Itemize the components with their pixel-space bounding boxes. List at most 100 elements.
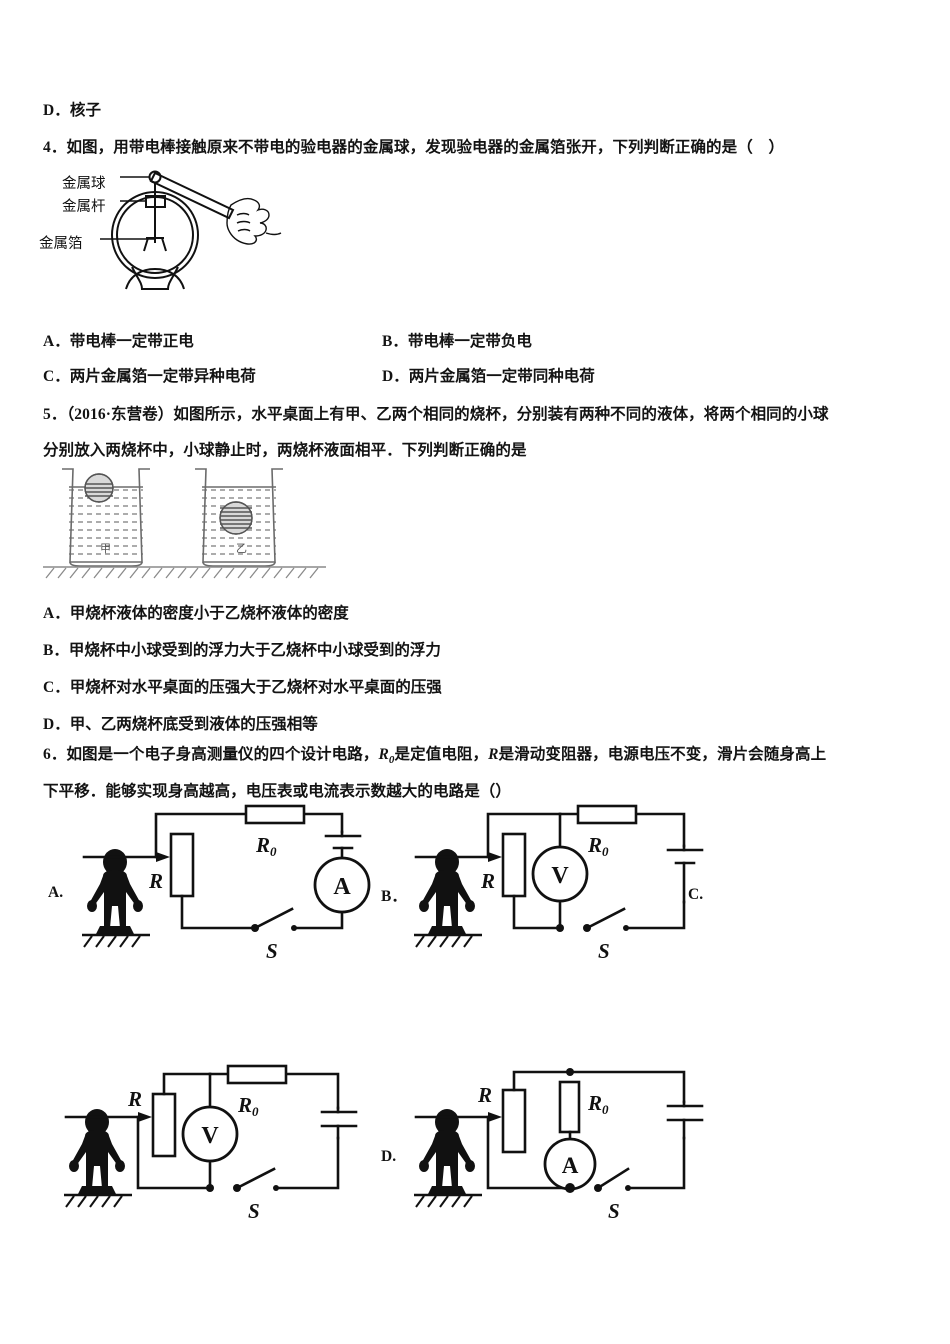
- slider-arrow-b-icon: [488, 852, 502, 862]
- resistor-r0-b: [576, 804, 638, 825]
- battery-c-icon: [320, 1106, 358, 1140]
- switch-b-icon: [556, 907, 629, 932]
- resistor-label-d: R0: [587, 1091, 609, 1117]
- electroscope-jar-icon: [111, 191, 199, 279]
- svg-text:A: A: [562, 1153, 579, 1178]
- option-label: B．: [382, 333, 408, 350]
- resistor-r0-d: [558, 1080, 581, 1134]
- switch-c-icon: [206, 1167, 279, 1192]
- person-silhouette-icon: [419, 849, 475, 934]
- ammeter-a-icon: A: [313, 856, 371, 914]
- question-4-option-d: D．两片金属箔一定带同种电荷: [382, 364, 595, 386]
- wire-c-top-right: [284, 1072, 340, 1110]
- option-text: 带电棒一定带正电: [69, 333, 194, 350]
- rheostat-label-d: R: [477, 1083, 492, 1107]
- option-text: 带电棒一定带负电: [407, 333, 532, 350]
- beaker-yi-icon: 乙: [195, 468, 283, 567]
- question-5-option-a: A．甲烧杯液体的密度小于乙烧杯液体的密度: [43, 601, 349, 623]
- q6-part-a: 6．如图是一个电子身高测量仪的四个设计电路，: [43, 746, 379, 763]
- question-5-option-d: D．甲、乙两烧杯底受到液体的压强相等: [43, 712, 318, 734]
- question-4-text: 4．如图，用带电棒接触原来不带电的验电器的金属球，发现验电器的金属箔张开，下列判…: [43, 139, 785, 156]
- rheostat-r-b: [501, 832, 527, 898]
- question-4-option-c: C．两片金属箔一定带异种电荷: [43, 364, 256, 386]
- switch-label-c: S: [248, 1199, 260, 1223]
- wire-b-top-left: [486, 812, 562, 859]
- wire-c-bottom-right: [274, 1136, 340, 1190]
- rheostat-label-a: R: [148, 869, 163, 893]
- person-silhouette-icon: [87, 849, 143, 934]
- svg-text:A: A: [333, 874, 351, 900]
- option-label: C．: [43, 679, 70, 696]
- q6-symbol-r0-sub: 0: [388, 754, 395, 767]
- resistor-r0-c: [226, 1064, 288, 1085]
- ground-hatch-b-icon: [414, 933, 482, 948]
- wire-b-top-right: [634, 812, 686, 848]
- electroscope-label-metal-foil: 金属箔: [39, 236, 83, 252]
- ball-yi-icon: [219, 501, 253, 535]
- battery-b-icon: [666, 844, 704, 904]
- ground-hatch-d-icon: [414, 1193, 482, 1208]
- electroscope-label-metal-rod: 金属杆: [62, 199, 106, 215]
- svg-text:甲: 甲: [100, 543, 111, 555]
- question-4-option-b: B．带电棒一定带负电: [382, 329, 532, 351]
- slider-arrow-c-icon: [138, 1112, 152, 1122]
- person-silhouette-icon: [419, 1109, 475, 1194]
- question-6-line-2: 下平移．能够实现身高越高，电压表或电流表示数越大的电路是（）: [43, 783, 512, 800]
- switch-label-a: S: [266, 939, 278, 963]
- battery-a-icon: [324, 830, 362, 860]
- q6-symbol-r0: R: [378, 746, 389, 763]
- person-silhouette-icon: [69, 1109, 125, 1194]
- circuit-diagram-b: R R0 V: [402, 804, 712, 986]
- question-6-line-1: 6．如图是一个电子身高测量仪的四个设计电路，R0是定值电阻，R是滑动变阻器，电源…: [43, 738, 826, 777]
- svg-text:V: V: [551, 863, 569, 889]
- ammeter-d-icon: A: [543, 1137, 597, 1191]
- table-surface-icon: [43, 566, 326, 579]
- wire-d-top-left: [512, 1070, 572, 1092]
- question-4-option-a: A．带电棒一定带正电: [43, 329, 194, 351]
- resistor-label-b: R0: [587, 833, 609, 859]
- q6-part-c: 是滑动变阻器，电源电压不变，滑片会随身高上: [498, 746, 827, 763]
- previous-question-option-d: D．核子: [43, 102, 102, 119]
- slider-arrow-a-icon: [156, 852, 170, 862]
- option-text: 甲、乙两烧杯底受到液体的压强相等: [69, 716, 318, 733]
- circuit-diagram-a: R R0 A: [70, 804, 380, 986]
- question-5-option-c: C．甲烧杯对水平桌面的压强大于乙烧杯对水平桌面的压强: [43, 675, 442, 697]
- option-text: 甲烧杯中小球受到的浮力大于乙烧杯中小球受到的浮力: [68, 642, 441, 659]
- electroscope-stand-icon: [125, 266, 185, 290]
- option-label: D．: [43, 716, 70, 733]
- switch-label-d: S: [608, 1199, 620, 1223]
- electroscope-label-metal-ball: 金属球: [62, 176, 106, 192]
- circuit-diagram-c: R R0 V: [52, 1064, 362, 1246]
- wire-d-top-right: [568, 1070, 686, 1104]
- battery-d-icon: [666, 1100, 704, 1140]
- option-label: D．: [382, 368, 409, 385]
- wire-a-top-left: [154, 812, 248, 859]
- option-label: B．: [43, 642, 69, 659]
- option-label: A．: [43, 605, 70, 622]
- question-5-line-1: 5．（2016·东营卷）如图所示，水平桌面上有甲、乙两个相同的烧杯，分别装有两种…: [43, 406, 829, 423]
- switch-label-b: S: [598, 939, 610, 963]
- ground-hatch-a-icon: [82, 933, 150, 948]
- charged-rod-icon: [149, 171, 235, 220]
- circuit-diagram-d: R R0 A: [402, 1066, 712, 1246]
- svg-text:V: V: [201, 1123, 219, 1149]
- wire-a-bottom-right: [292, 910, 344, 930]
- q6-part-b: 是定值电阻，: [394, 746, 489, 763]
- circuit-letter-c: C.: [688, 886, 704, 903]
- voltmeter-c-icon: V: [181, 1105, 239, 1163]
- slider-arrow-d-icon: [488, 1112, 502, 1122]
- metal-foil-icon: [143, 237, 167, 252]
- resistor-r0-a: [244, 804, 306, 825]
- rheostat-r-c: [151, 1092, 177, 1158]
- circuit-letter-a: A.: [48, 884, 64, 901]
- circuit-letter-d: D.: [381, 1148, 397, 1165]
- circuit-letter-b: B．: [381, 888, 407, 905]
- wire-a-top-right: [302, 812, 344, 834]
- question-5-line-2: 分别放入两烧杯中，小球静止时，两烧杯液面相平．下列判断正确的是: [43, 442, 527, 459]
- svg-text:乙: 乙: [236, 542, 247, 555]
- ground-hatch-c-icon: [64, 1193, 132, 1208]
- wire-c-bottom-left: [136, 1115, 212, 1190]
- hand-icon: [226, 197, 282, 245]
- beaker-jia-icon: 甲: [62, 468, 150, 567]
- question-5-option-b: B．甲烧杯中小球受到的浮力大于乙烧杯中小球受到的浮力: [43, 638, 441, 660]
